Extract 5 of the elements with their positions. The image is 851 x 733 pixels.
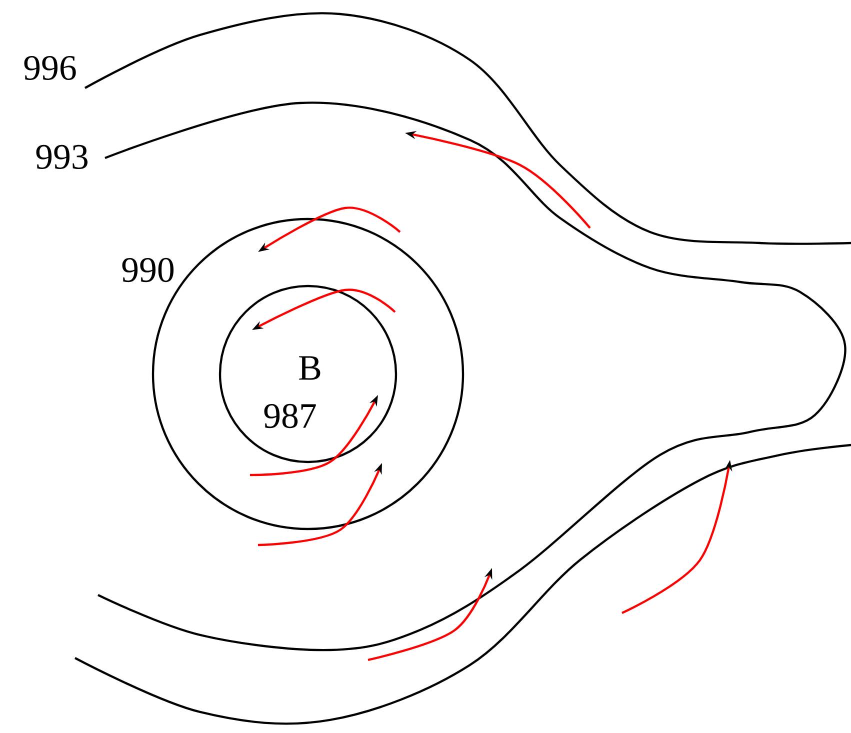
isobar-value: 993 xyxy=(36,144,88,170)
isobar-value: 987 xyxy=(264,404,316,428)
isobar-value: B xyxy=(299,356,320,380)
isobar-value: 990 xyxy=(122,258,174,282)
isobar-value: 996 xyxy=(24,56,76,80)
